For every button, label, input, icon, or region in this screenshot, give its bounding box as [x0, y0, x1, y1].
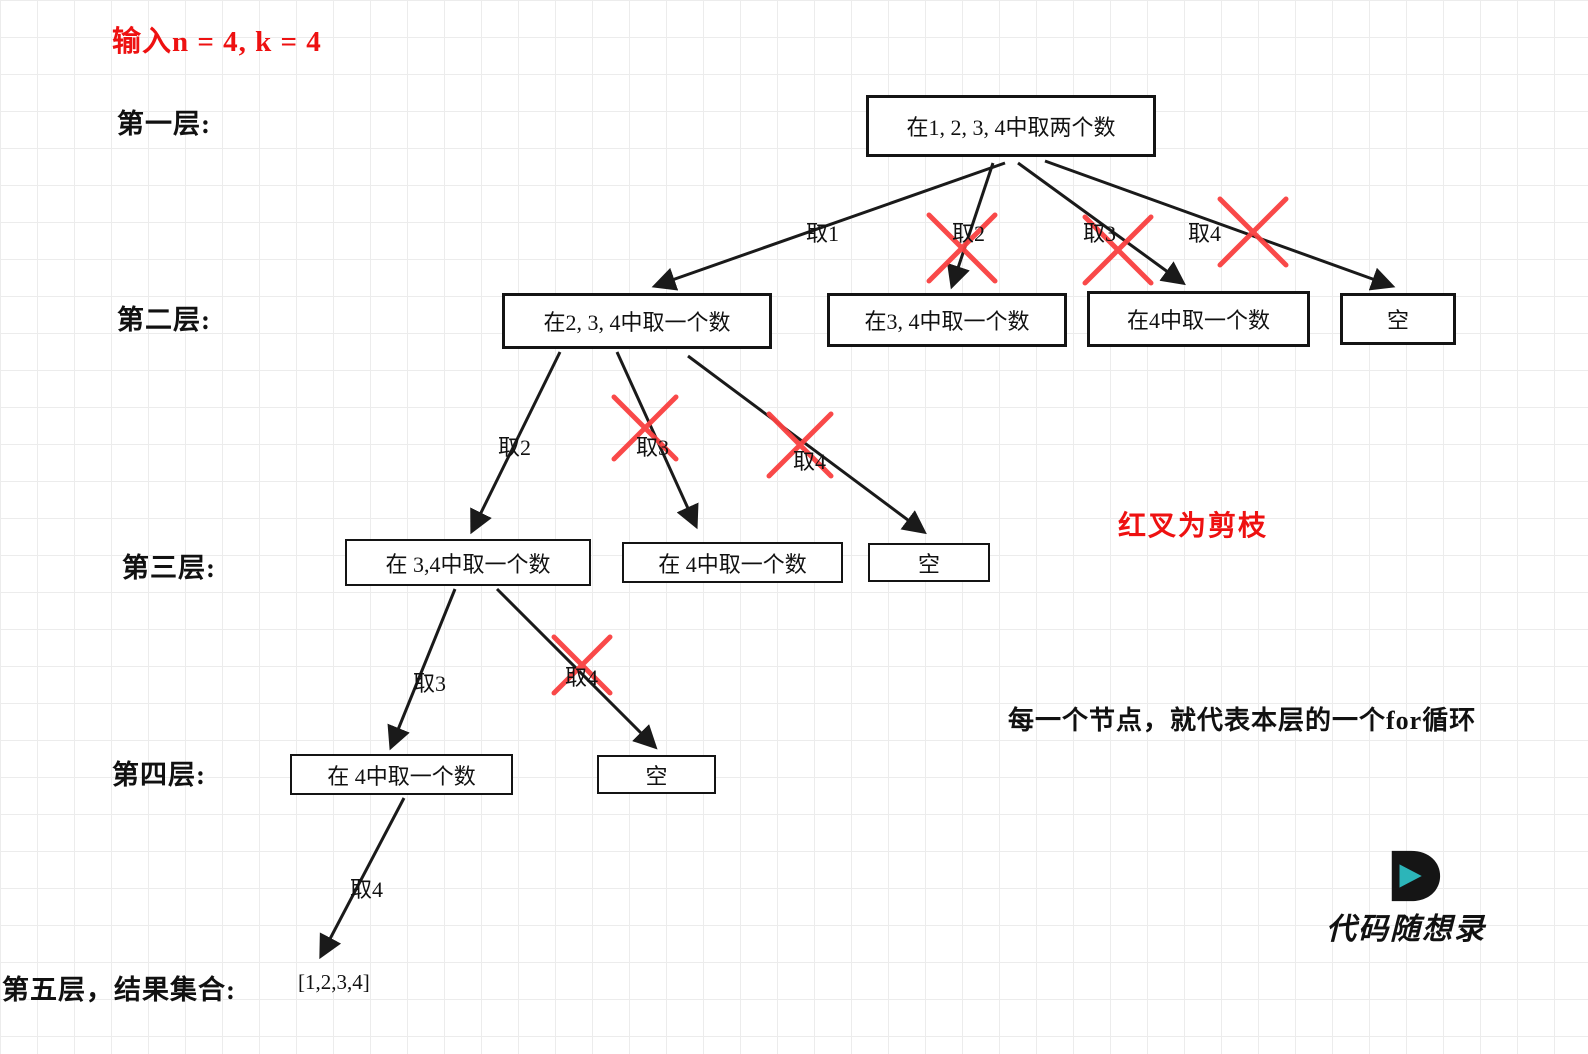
layer-label-5: 第五层，结果集合:: [2, 975, 236, 1005]
edge-label-take1-l1: 取1: [806, 221, 840, 246]
prune-x-take4-l1: [1217, 196, 1289, 268]
diagram-title: 输入n = 4, k = 4: [112, 26, 322, 58]
edge-root-l2-1: [651, 161, 1006, 291]
prune-x-take2-l1: [926, 212, 998, 284]
pruning-note: 红叉为剪枝: [1118, 511, 1269, 542]
node-l2-4: 空: [1340, 293, 1456, 345]
layer-label-4: 第四层:: [112, 760, 206, 790]
edge-label-take3-l2: 取3: [636, 435, 670, 460]
edge-root-l2-4: [1044, 159, 1396, 291]
logo-text: 代码随想录: [1326, 913, 1486, 946]
node-l3-2: 在 4中取一个数: [622, 542, 843, 583]
prune-x-take4-l3: [551, 634, 613, 696]
node-l4-2: 空: [597, 755, 716, 794]
edge-label-take4-l2: 取4: [793, 449, 827, 474]
edge-label-take4-l1: 取4: [1188, 221, 1222, 246]
for-loop-note: 每一个节点，就代表本层的一个for循环: [1008, 706, 1477, 735]
layer-label-1: 第一层:: [117, 109, 211, 139]
edge-label-take3-l3: 取3: [413, 671, 447, 696]
edge-l4-1-result: [319, 797, 406, 960]
node-l4-1: 在 4中取一个数: [290, 754, 513, 795]
edge-label-take3-l1: 取3: [1083, 221, 1117, 246]
prune-x-take3-l2: [611, 394, 679, 462]
edge-l3-1-l4-1: [387, 588, 457, 751]
layer-label-3: 第三层:: [122, 553, 216, 583]
edge-root-l2-2: [947, 162, 995, 290]
node-l2-1: 在2, 3, 4中取一个数: [502, 293, 772, 349]
node-root: 在1, 2, 3, 4中取两个数: [866, 95, 1156, 157]
edge-label-take4-l4: 取4: [350, 877, 384, 902]
node-l3-1: 在 3,4中取一个数: [345, 539, 591, 586]
edge-label-take4-l3: 取4: [565, 665, 599, 690]
prune-marks: [551, 196, 1289, 696]
edge-l2-1-l3-1: [470, 351, 562, 535]
edge-label-take2-l1: 取2: [952, 221, 986, 246]
edge-l2-1-l3-3: [687, 354, 927, 535]
prune-x-take3-l1: [1082, 214, 1154, 286]
logo-d-icon: [1385, 848, 1443, 911]
node-l3-3: 空: [868, 543, 990, 582]
node-l2-2: 在3, 4中取一个数: [827, 293, 1067, 347]
layer-label-2: 第二层:: [117, 305, 211, 335]
prune-x-take4-l2: [766, 411, 834, 479]
edge-root-l2-3: [1017, 161, 1186, 286]
result-set: [1,2,3,4]: [298, 970, 370, 994]
node-l2-3: 在4中取一个数: [1087, 291, 1310, 347]
edge-label-take2-l2: 取2: [498, 435, 532, 460]
